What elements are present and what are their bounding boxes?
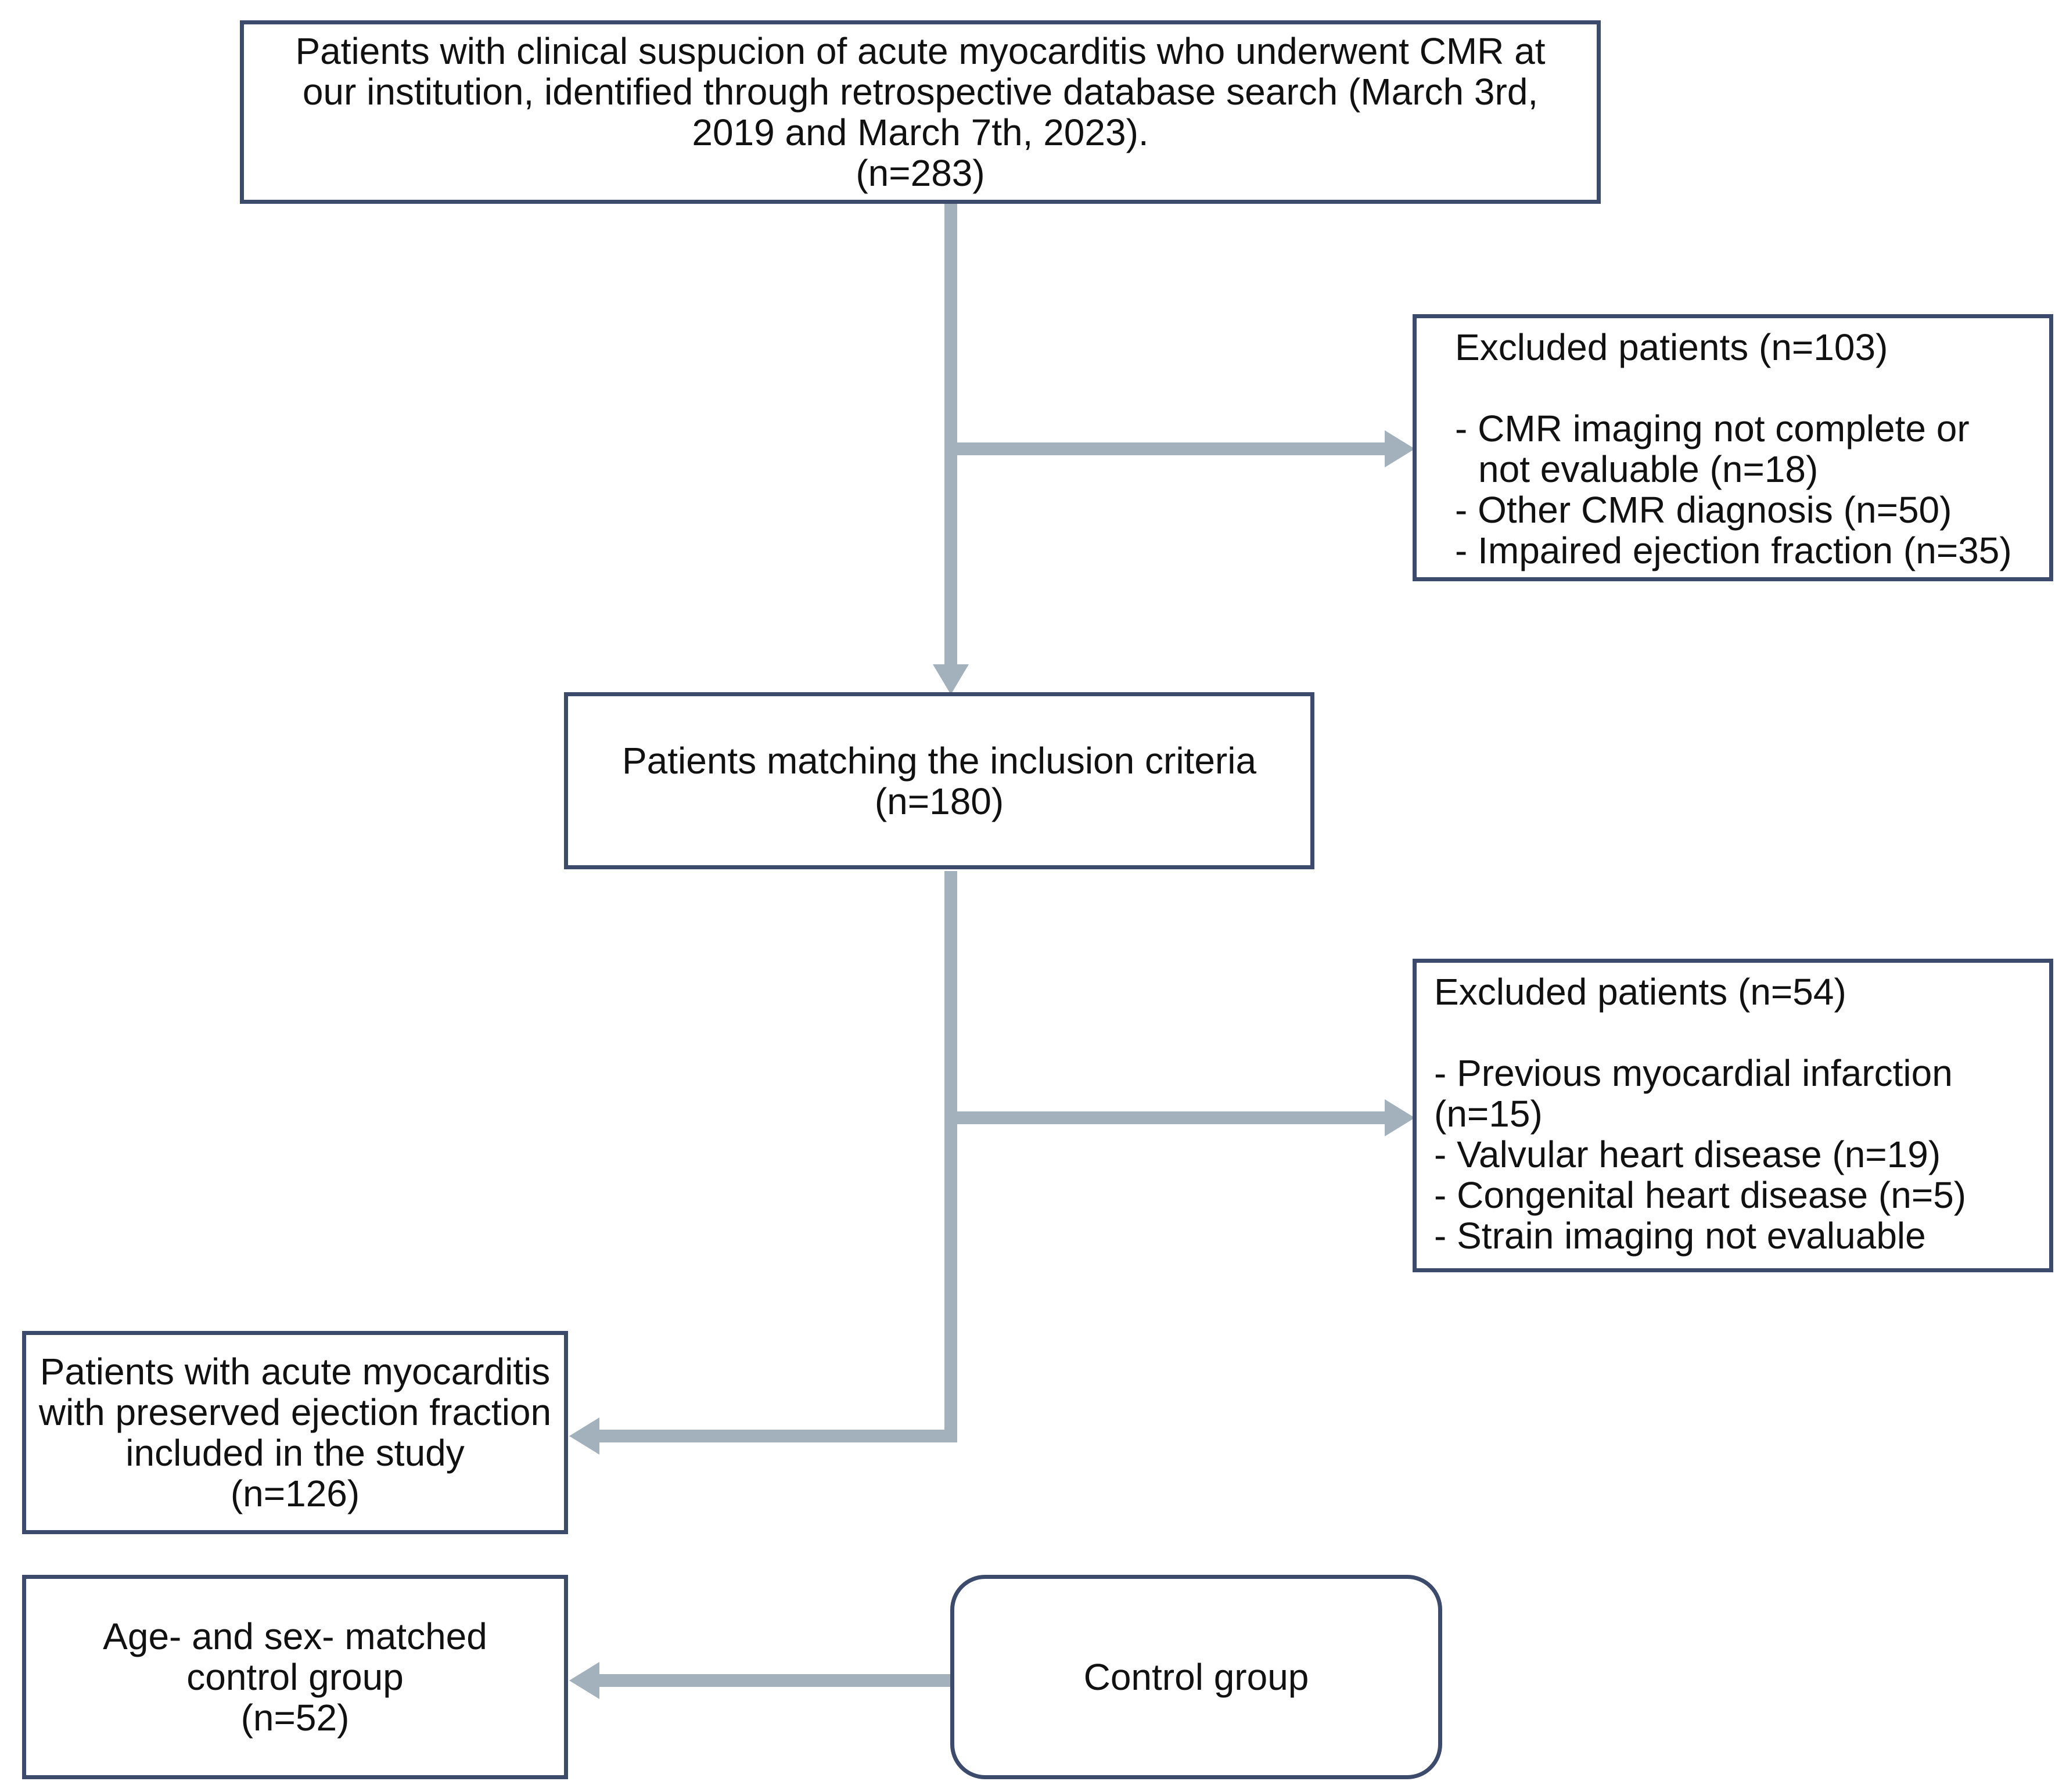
- inclusion-box-label: Patients matching the inclusion criteria: [621, 739, 1257, 782]
- matched-control-line: control group: [186, 1656, 404, 1698]
- study-group-line: included in the study: [125, 1432, 465, 1474]
- study-group-line: with preserved ejection fraction: [38, 1391, 552, 1433]
- exclusion-2-item: - Congenital heart disease (n=5): [1434, 1174, 1967, 1216]
- exclusion-box-1: Excluded patients (n=103) - CMR imaging …: [1413, 314, 2053, 581]
- exclusion-1-item: - CMR imaging not complete or: [1455, 408, 1970, 449]
- arrowhead-right-exclusion-1: [1385, 430, 1415, 467]
- matched-control-line: Age- and sex- matched: [103, 1615, 487, 1657]
- exclusion-2-title: Excluded patients (n=54): [1434, 971, 1846, 1013]
- exclusion-2-item: - Strain imaging not evaluable: [1434, 1215, 1926, 1257]
- start-box: Patients with clinical suspucion of acut…: [240, 20, 1601, 204]
- control-group-label: Control group: [1083, 1656, 1309, 1698]
- exclusion-box-2: Excluded patients (n=54) - Previous myoc…: [1413, 959, 2053, 1272]
- exclusion-1-title: Excluded patients (n=103): [1455, 326, 1888, 368]
- arrowhead-left-study-group: [569, 1417, 599, 1455]
- start-box-line: Patients with clinical suspucion of acut…: [295, 30, 1546, 72]
- exclusion-2-item: - Previous myocardial infarction: [1434, 1052, 1953, 1094]
- study-group-line: Patients with acute myocarditis: [39, 1351, 551, 1392]
- study-group-box: Patients with acute myocarditis with pre…: [22, 1331, 568, 1534]
- exclusion-1-item: - Other CMR diagnosis (n=50): [1455, 489, 1952, 531]
- arrowhead-left-matched-control: [569, 1662, 599, 1699]
- spacer: [1455, 368, 2049, 408]
- exclusion-1-item: - Impaired ejection fraction (n=35): [1455, 530, 2012, 571]
- start-box-line: 2019 and March 7th, 2023).: [692, 111, 1149, 153]
- arrowhead-right-exclusion-2: [1385, 1099, 1415, 1136]
- exclusion-2-item: (n=15): [1434, 1093, 1543, 1135]
- inclusion-box-count: (n=180): [874, 780, 1004, 822]
- matched-control-box: Age- and sex- matched control group (n=5…: [22, 1575, 568, 1779]
- study-group-count: (n=126): [230, 1473, 360, 1514]
- exclusion-1-item: not evaluable (n=18): [1478, 448, 1819, 490]
- control-group-box: Control group: [950, 1575, 1442, 1779]
- exclusion-2-item: - Valvular heart disease (n=19): [1434, 1134, 1941, 1175]
- start-box-line: our institution, identified through retr…: [302, 71, 1539, 113]
- spacer: [1434, 1012, 2049, 1053]
- inclusion-box: Patients matching the inclusion criteria…: [564, 692, 1314, 869]
- start-box-count: (n=283): [856, 152, 985, 194]
- arrowhead-down: [933, 664, 969, 695]
- matched-control-count: (n=52): [240, 1697, 350, 1739]
